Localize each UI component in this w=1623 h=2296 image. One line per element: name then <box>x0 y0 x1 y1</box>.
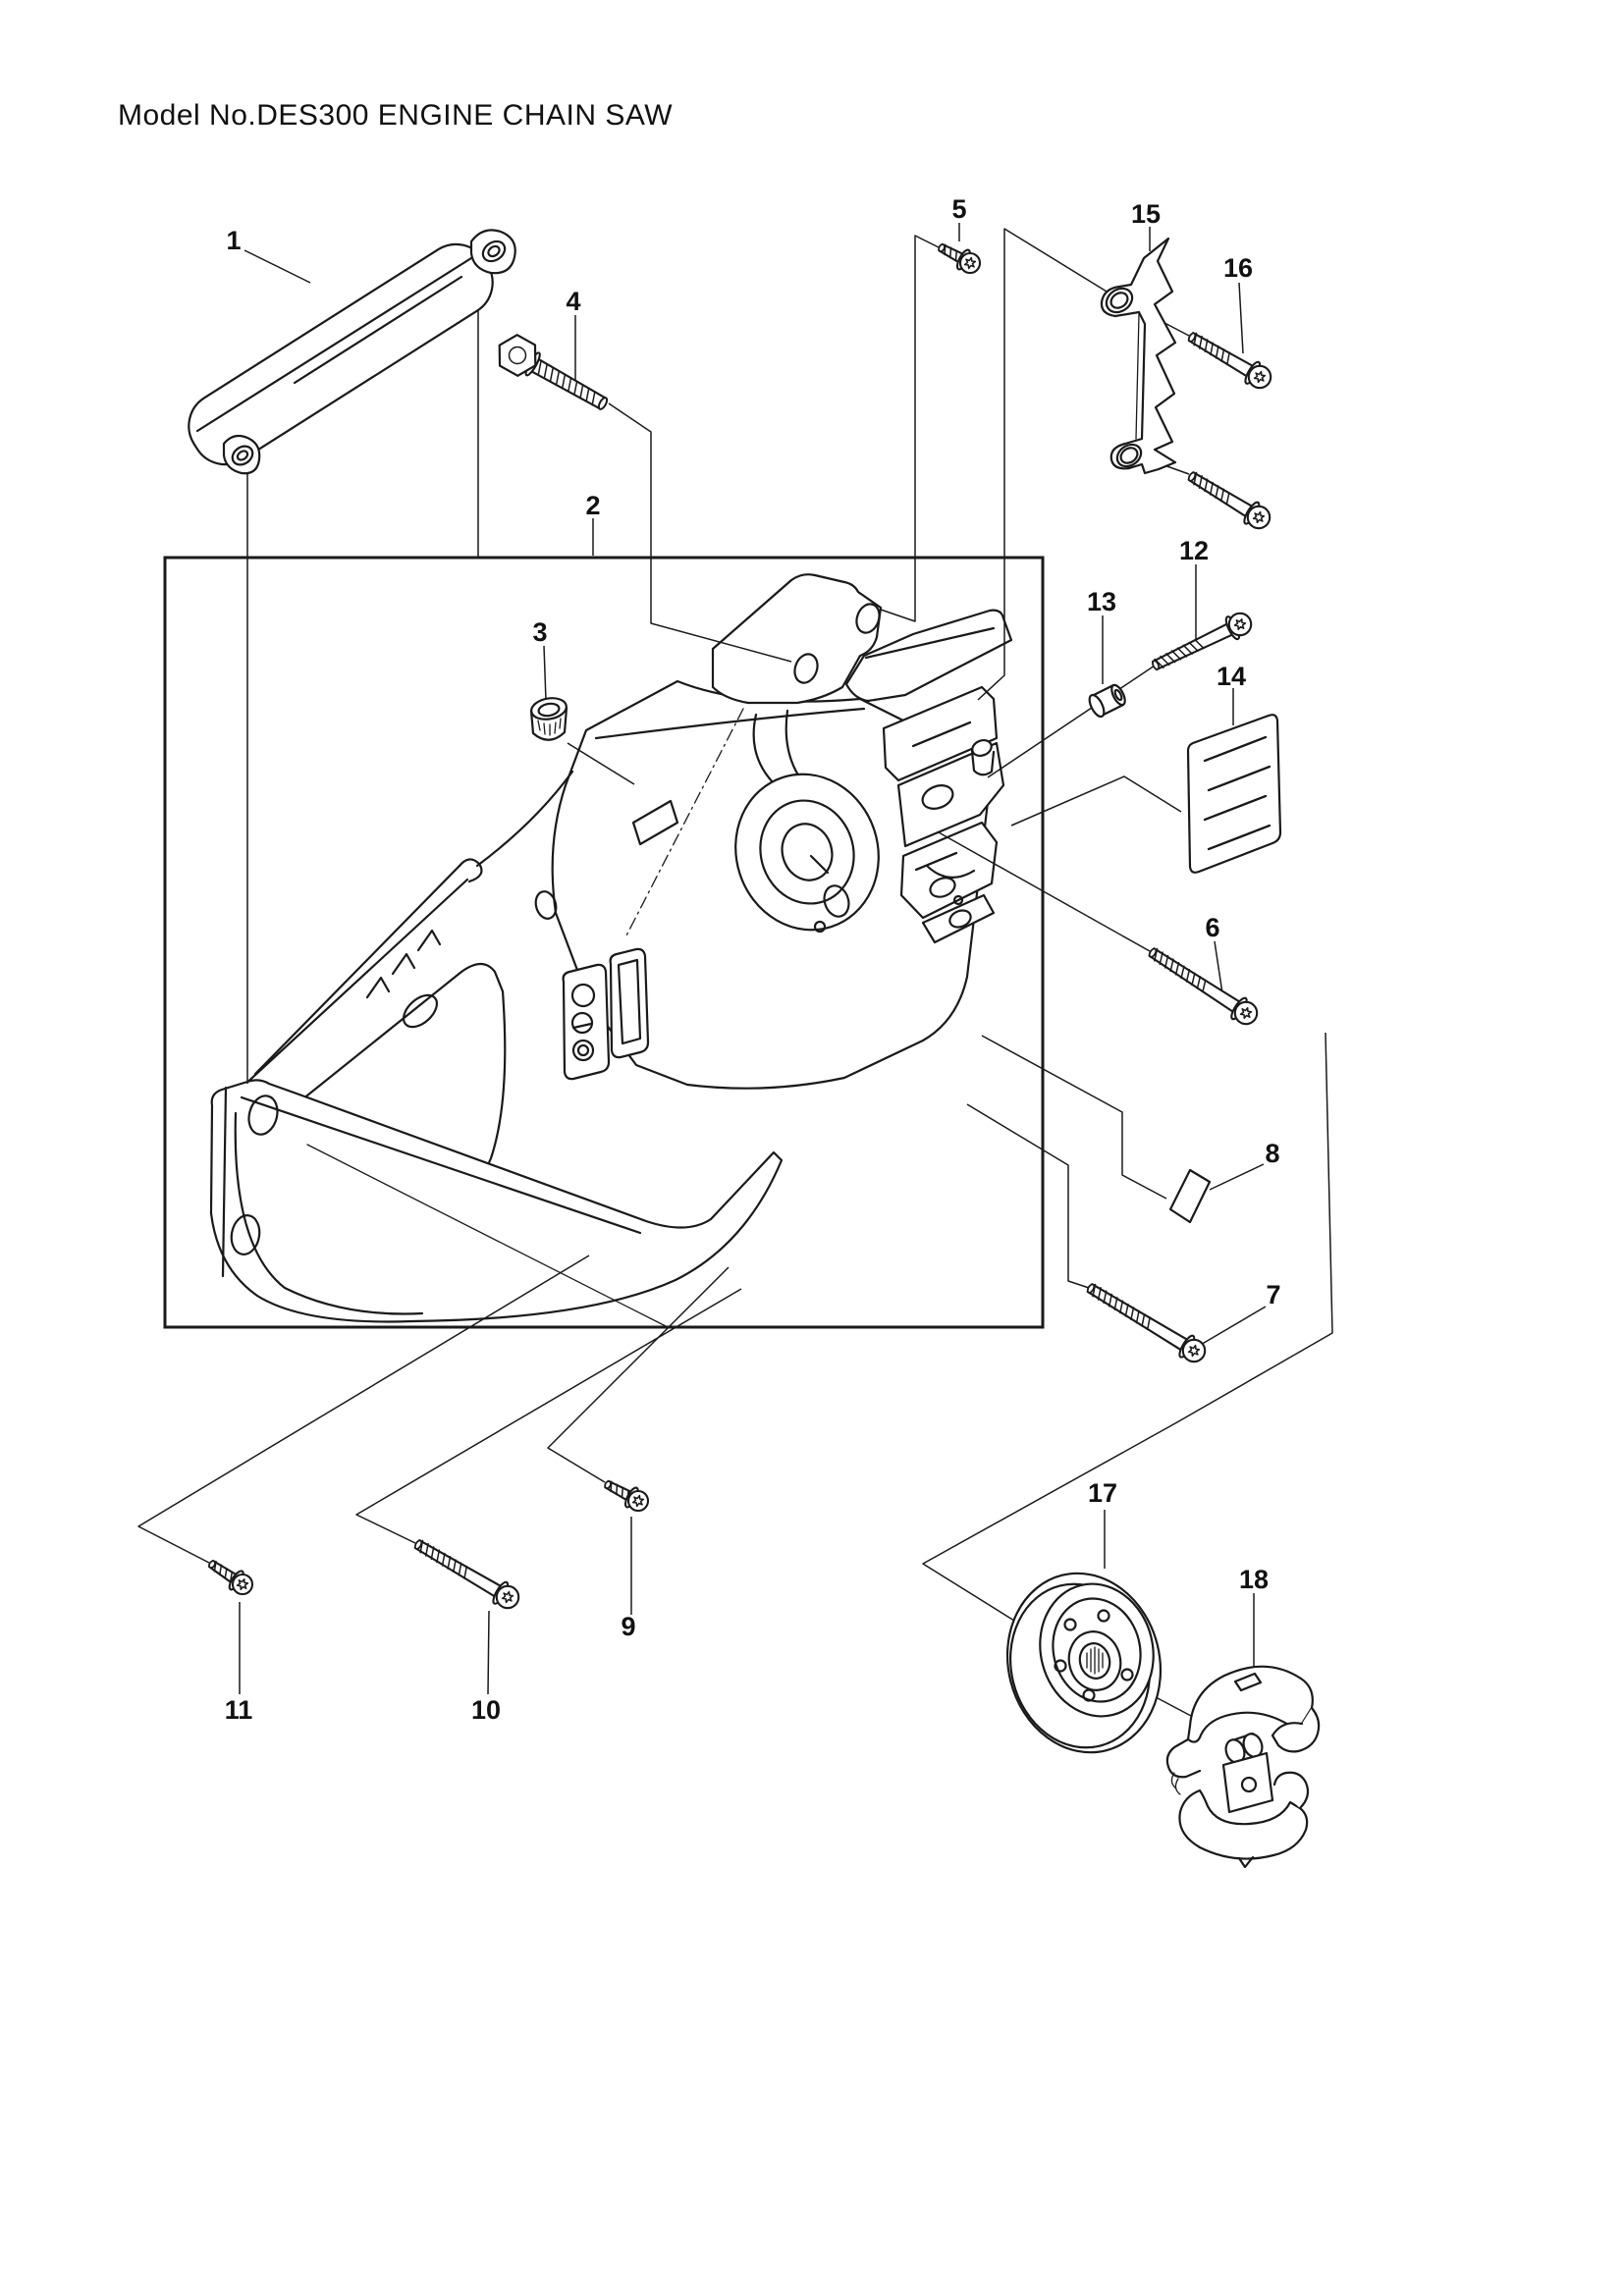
part-label-8: 8 <box>1265 1139 1279 1168</box>
screw-glyph-4-0 <box>491 330 609 410</box>
part-label-11: 11 <box>225 1695 253 1725</box>
bar-ear <box>471 230 515 273</box>
part-label-7: 7 <box>1266 1280 1280 1309</box>
part-label-sticker <box>1170 1170 1210 1222</box>
leader-line-12-1 <box>988 666 1155 777</box>
part-label-1: 1 <box>226 226 241 255</box>
screw-glyph-16-1 <box>1187 471 1270 528</box>
screw-glyph-16-0 <box>1187 332 1271 388</box>
leader-line-8-0 <box>1210 1164 1264 1190</box>
screw-glyph-6-0 <box>1148 947 1257 1024</box>
part-needle-bushing <box>529 696 568 740</box>
part-guard-bar <box>176 230 514 477</box>
part-label-6: 6 <box>1205 913 1219 942</box>
part-label-16: 16 <box>1223 253 1253 283</box>
part-clutch-assembly <box>1167 1667 1319 1867</box>
switch-panel <box>564 965 609 1079</box>
part-label-5: 5 <box>951 194 966 224</box>
leader-line-1-0 <box>244 250 310 283</box>
leader-line-5-1 <box>881 236 941 621</box>
screw-glyph-9-0 <box>604 1480 648 1511</box>
leader-line-7-0 <box>1199 1307 1266 1346</box>
bar-ear <box>224 436 259 473</box>
arm-tooth <box>418 931 440 950</box>
part-label-4: 4 <box>566 287 580 316</box>
clutch-hub-plate <box>1223 1753 1272 1812</box>
leader-line-8-1 <box>982 1036 1166 1199</box>
screw-glyph-10-0 <box>413 1539 518 1608</box>
screw-glyph-5-0 <box>938 243 980 273</box>
leader-line-14-1 <box>1011 776 1181 826</box>
arm-edge <box>255 866 460 1074</box>
leader-line-6-0 <box>1215 941 1222 993</box>
part-label-13: 13 <box>1087 587 1116 616</box>
housing-assembly-artwork <box>211 574 1011 1327</box>
part-spike-bumper <box>1102 239 1175 473</box>
part-label-18: 18 <box>1239 1565 1269 1594</box>
part-label-15: 15 <box>1131 199 1161 229</box>
part-label-10: 10 <box>471 1695 501 1725</box>
leader-line-7-1 <box>967 1104 1089 1288</box>
leader-line-16-0 <box>1239 283 1243 353</box>
part-label-3: 3 <box>532 617 547 647</box>
leader-line-10-0 <box>488 1611 489 1694</box>
part-label-9: 9 <box>621 1612 635 1641</box>
screw-glyph-7-0 <box>1086 1283 1205 1362</box>
part-label-12: 12 <box>1179 536 1209 565</box>
part-clutch-drum <box>989 1557 1179 1769</box>
screw-glyph-11-0 <box>208 1560 252 1594</box>
part-guide-plate <box>1188 715 1280 873</box>
part-label-17: 17 <box>1088 1478 1117 1508</box>
leader-line-17-1 <box>923 1033 1332 1626</box>
arm-slot <box>398 989 443 1034</box>
part-label-2: 2 <box>585 491 600 520</box>
clutch-hook <box>1167 1739 1200 1777</box>
arm-tooth <box>367 978 389 997</box>
page-title: Model No.DES300 ENGINE CHAIN SAW <box>118 99 673 132</box>
leader-line-3-0 <box>544 646 546 701</box>
arm-tooth <box>393 954 414 974</box>
arm-tip <box>460 859 481 881</box>
part-label-14: 14 <box>1217 662 1246 691</box>
